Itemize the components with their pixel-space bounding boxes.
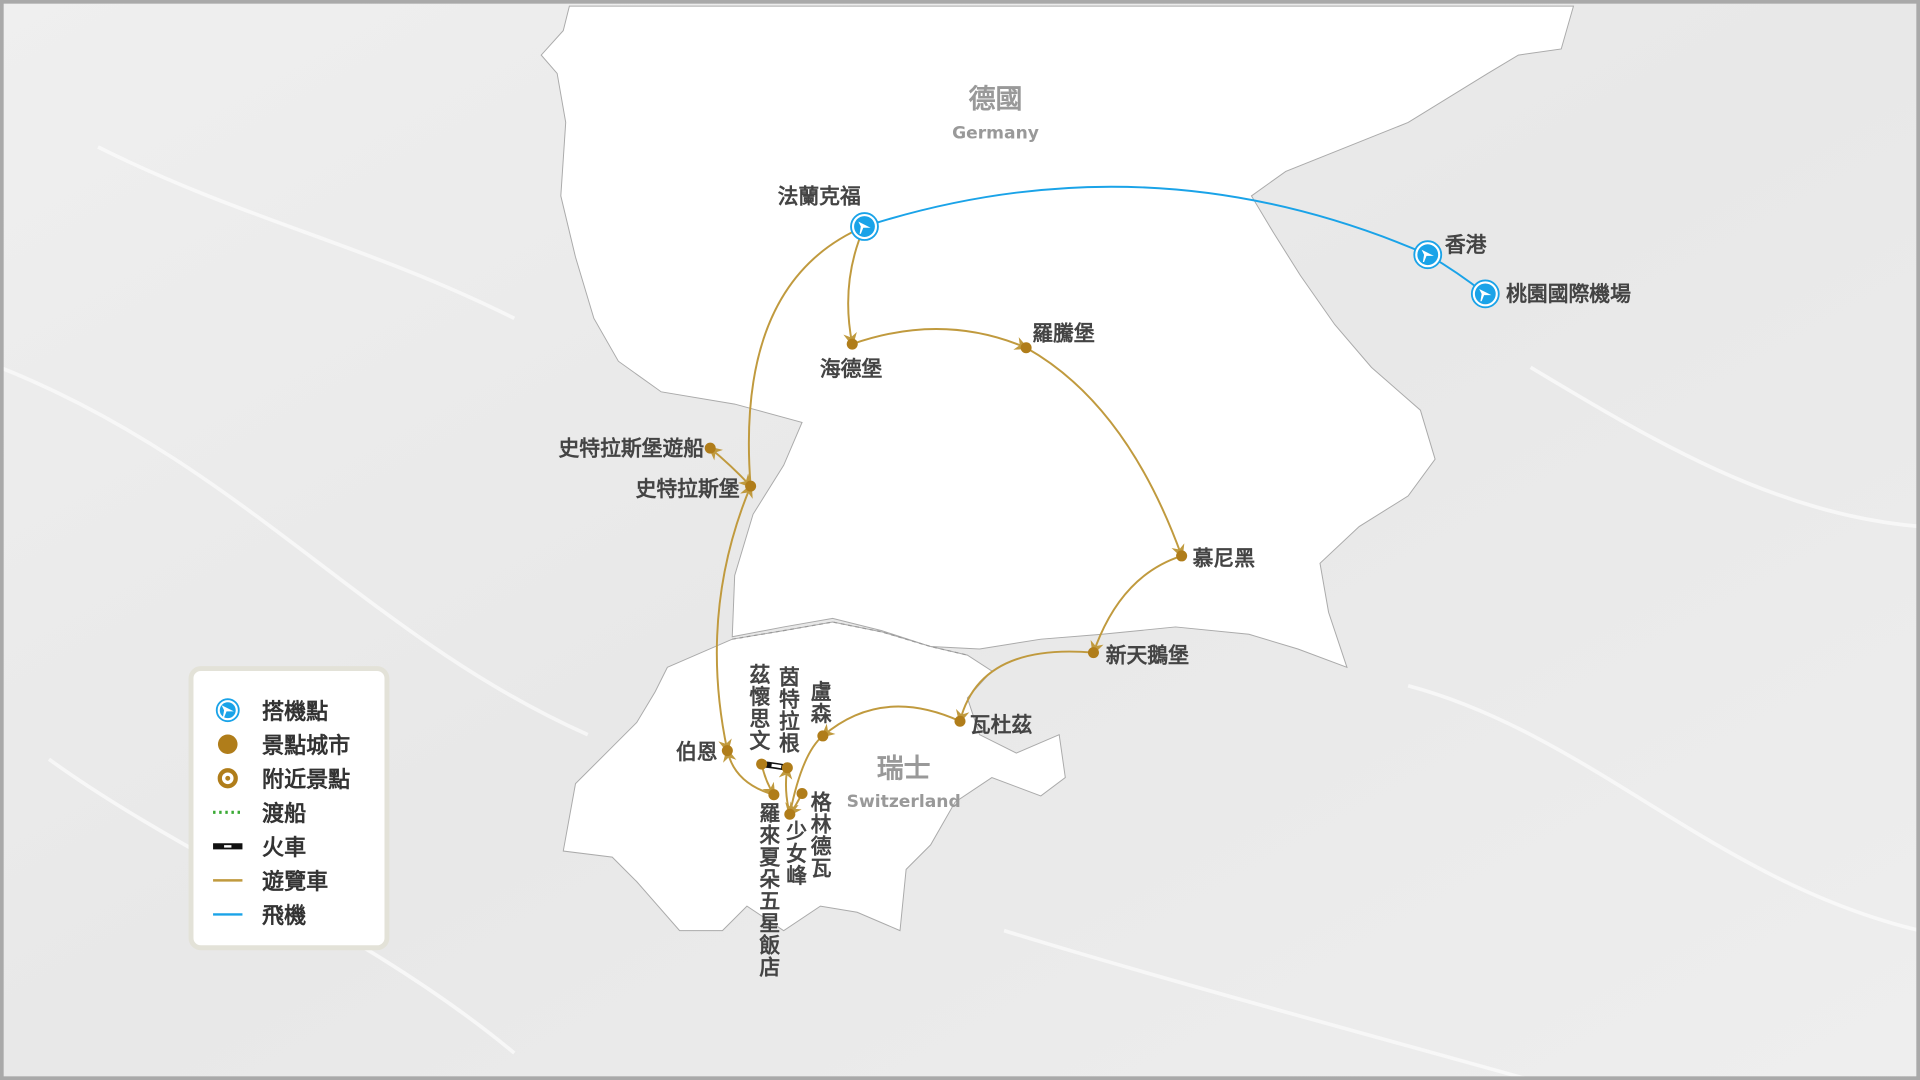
legend-item-coach: 遊覽車 (213, 869, 328, 895)
place-frankfurt[interactable]: 法蘭克福 (778, 184, 879, 241)
legend-item-city: 景點城市 (217, 733, 350, 759)
place-taoyuan[interactable]: 桃園國際機場 (1470, 279, 1631, 309)
country-label-switzerland: 瑞士 (877, 754, 931, 785)
place-interlaken[interactable]: 茵特拉根 (775, 665, 800, 774)
city-dot-icon (1176, 550, 1188, 562)
place-chateau[interactable]: 羅來夏朵五星飯店 (756, 789, 781, 978)
route-coach (1025, 346, 1185, 559)
legend-label: 火車 (262, 836, 306, 861)
city-dot-icon (1020, 342, 1032, 354)
legend-item-train: 火車 (213, 836, 306, 861)
airport-icon (850, 212, 879, 241)
legend-label: 遊覽車 (262, 869, 328, 895)
route-coach (723, 747, 775, 796)
place-label: 香港 (1445, 233, 1488, 257)
city-icon (217, 734, 238, 755)
city-dot-icon (721, 745, 733, 757)
place-bern[interactable]: 伯恩 (676, 740, 733, 764)
place-label: 茲懷思文 (746, 664, 770, 752)
place-vaduz[interactable]: 瓦杜茲 (954, 713, 1032, 737)
city-dot-icon (817, 730, 829, 742)
place-label: 羅來夏朵五星飯店 (756, 802, 781, 978)
route-flight (861, 185, 1431, 257)
legend-label: 附近景點 (262, 767, 350, 793)
city-dot-icon (1087, 647, 1099, 659)
place-label: 新天鵝堡 (1106, 643, 1189, 667)
place-grindelwald[interactable]: 格林德瓦 (796, 787, 832, 879)
place-lucerne[interactable]: 盧森 (807, 681, 832, 742)
city-dot-icon (796, 787, 808, 799)
place-label: 格林德瓦 (807, 790, 831, 879)
city-dot-icon (768, 789, 780, 801)
route-train-inner (761, 762, 788, 770)
place-neuschwanstein[interactable]: 新天鵝堡 (1087, 643, 1189, 667)
place-label: 伯恩 (676, 740, 718, 764)
place-label: 桃園國際機場 (1506, 282, 1631, 306)
place-strasbourg[interactable]: 史特拉斯堡 (636, 477, 757, 501)
city-dot-icon (846, 338, 858, 350)
airport-icon (215, 698, 240, 723)
legend-item-flight: 飛機 (213, 904, 306, 929)
place-label: 史特拉斯堡遊船 (559, 437, 705, 461)
place-munich[interactable]: 慕尼黑 (1176, 547, 1255, 571)
airport-icon (1413, 240, 1443, 270)
place-label: 茵特拉根 (775, 665, 799, 754)
city-dot-icon (745, 480, 757, 492)
place-hongkong[interactable]: 香港 (1413, 233, 1488, 270)
route-coach (820, 705, 961, 738)
city-dot-icon (756, 758, 768, 770)
legend-label: 搭機點 (262, 700, 328, 725)
place-jungfrau[interactable]: 少女峰 (783, 808, 808, 887)
place-zweisimmen[interactable]: 茲懷思文 (746, 664, 770, 770)
place-label: 慕尼黑 (1193, 547, 1256, 571)
country-label-germany-en: Germany (952, 123, 1039, 143)
route-coach (956, 650, 1094, 724)
place-label: 盧森 (807, 681, 831, 725)
place-label: 羅騰堡 (1032, 321, 1095, 345)
swiss-german-border (732, 621, 968, 656)
city-dot-icon (954, 715, 966, 727)
route-coach (747, 224, 868, 487)
place-label: 少女峰 (783, 820, 808, 887)
place-label: 瓦杜茲 (970, 713, 1033, 737)
legend-item-ferry: 渡船 (213, 801, 306, 827)
route-coach (1090, 554, 1182, 656)
legend-label: 飛機 (262, 904, 306, 929)
legend-label: 景點城市 (262, 733, 350, 759)
place-label: 法蘭克福 (778, 184, 861, 208)
legend-item-nearby: 附近景點 (217, 767, 350, 793)
route-coach (851, 328, 1029, 350)
nearby-icon (217, 768, 238, 789)
germany-region (540, 5, 1575, 669)
country-label-switzerland-en: Switzerland (847, 792, 961, 812)
city-dot-icon (784, 808, 796, 820)
place-label: 史特拉斯堡 (636, 477, 740, 501)
city-dot-icon (704, 442, 716, 454)
place-cruise[interactable]: 史特拉斯堡遊船 (559, 437, 716, 461)
airport-icon (1470, 279, 1500, 309)
city-dot-icon (781, 762, 793, 774)
place-heidelberg[interactable]: 海德堡 (820, 338, 883, 381)
place-label: 海德堡 (820, 357, 883, 381)
place-rothenburg[interactable]: 羅騰堡 (1020, 321, 1095, 354)
country-label-germany: 德國 (969, 84, 1023, 115)
legend-item-airport: 搭機點 (215, 698, 328, 725)
route-coach (715, 483, 753, 754)
legend-label: 渡船 (262, 801, 306, 827)
